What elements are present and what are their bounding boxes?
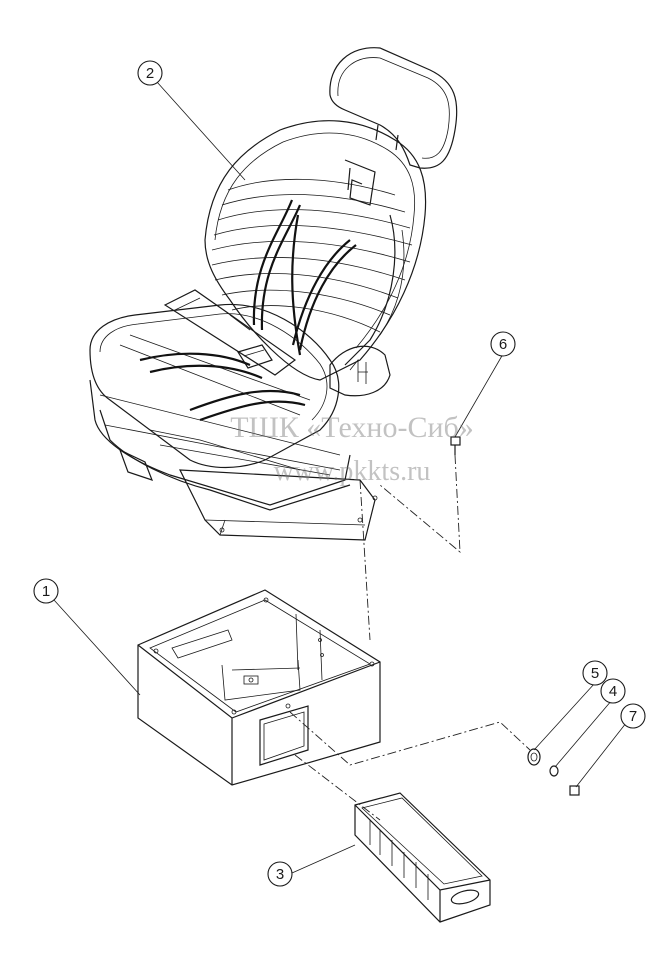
seat-assembly bbox=[89, 47, 458, 541]
callout-label: 3 bbox=[276, 866, 284, 883]
washer-4 bbox=[549, 765, 559, 777]
callout-label: 2 bbox=[146, 65, 154, 82]
callout-5: 5 bbox=[582, 660, 608, 686]
nut-7 bbox=[569, 785, 580, 796]
leader-lines bbox=[53, 81, 631, 874]
callout-4: 4 bbox=[600, 678, 626, 704]
bolt-6 bbox=[450, 436, 461, 455]
callout-2: 2 bbox=[137, 60, 163, 86]
watermark-line1: ТШК «Техно-Сиб» bbox=[230, 411, 474, 444]
callout-label: 4 bbox=[609, 683, 617, 700]
assembly-dash-lines bbox=[289, 454, 531, 821]
callout-6: 6 bbox=[490, 331, 516, 357]
storage-drawer bbox=[354, 792, 491, 923]
callout-7: 7 bbox=[620, 703, 646, 729]
callout-label: 6 bbox=[499, 336, 507, 353]
watermark-line2: www.pkkts.ru bbox=[274, 456, 431, 487]
washer-5 bbox=[527, 748, 541, 766]
watermark: ТШК «Техно-Сиб» www.pkkts.ru bbox=[230, 411, 474, 487]
callout-3: 3 bbox=[267, 861, 293, 887]
callout-label: 5 bbox=[591, 665, 599, 682]
callout-label: 1 bbox=[42, 583, 50, 600]
seat-base-box bbox=[137, 589, 381, 786]
callout-1: 1 bbox=[33, 578, 59, 604]
callout-label: 7 bbox=[629, 708, 637, 725]
